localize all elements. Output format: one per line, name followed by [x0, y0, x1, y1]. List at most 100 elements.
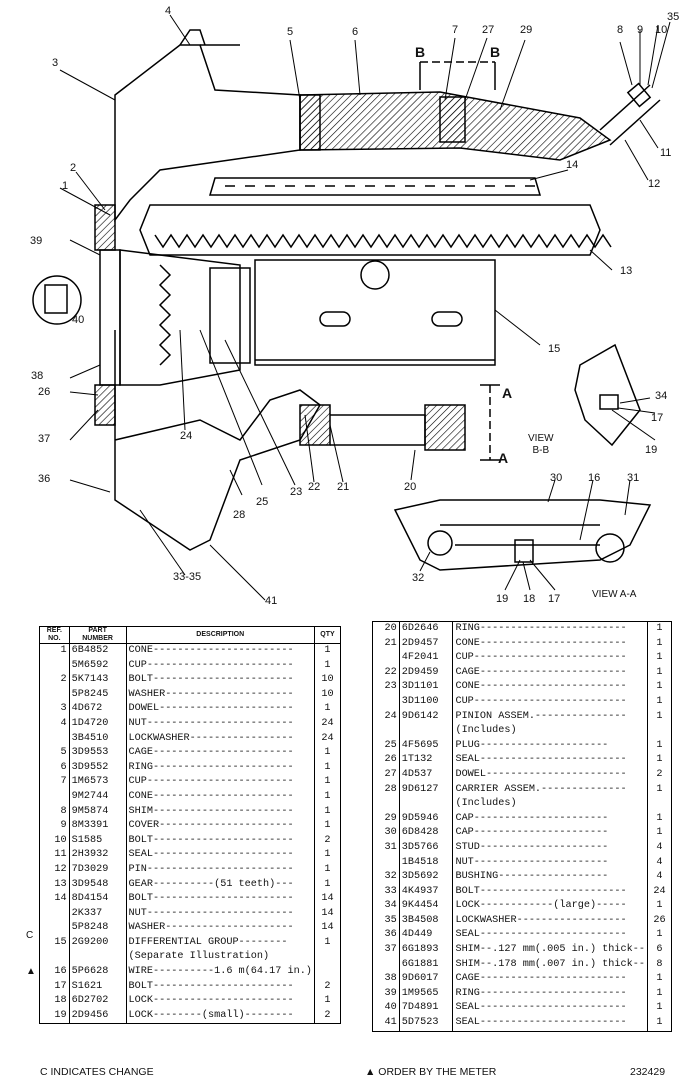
- ring-gear-13: [139, 204, 601, 256]
- table-row: (Separate Illustration): [39, 950, 341, 966]
- qty-cell: 1: [646, 986, 672, 1002]
- part-number-cell: 7D3029: [69, 862, 127, 878]
- detail-40-circle: [32, 275, 82, 325]
- description-cell: BOLT-----------------------: [128, 834, 294, 846]
- description-cell: COVER----------------------: [128, 820, 294, 832]
- qty-cell: 14: [313, 921, 341, 936]
- ref-cell: 11: [39, 848, 70, 863]
- part-number-cell: [69, 950, 127, 966]
- part-number-cell: 5D7523: [399, 1016, 454, 1032]
- qty-cell: 1: [646, 972, 672, 987]
- qty-cell: 24: [313, 731, 341, 747]
- ref-cell: 31: [372, 840, 400, 856]
- qty-cell: 1: [646, 738, 672, 754]
- description-cell: SEAL------------------------: [455, 1002, 627, 1014]
- ref-cell: [39, 658, 70, 674]
- qty-cell: [313, 950, 341, 966]
- qty-cell: 1: [313, 643, 341, 659]
- part-number-cell: 5P8245: [69, 687, 127, 703]
- qty-cell: 1: [646, 651, 672, 666]
- view-bb-label: VIEW B-B: [528, 433, 554, 456]
- ref-cell: 39: [372, 986, 400, 1002]
- description-cell: RING------------------------: [455, 987, 627, 999]
- qty-cell: 24: [313, 716, 341, 732]
- description-cell: (Separate Illustration): [128, 951, 270, 963]
- callout-8: 8: [617, 24, 624, 36]
- part-number-cell: 3D9553: [69, 746, 127, 761]
- part-number-cell: 2D9459: [399, 665, 454, 681]
- part-number-cell: 2H3932: [69, 848, 127, 863]
- ref-cell: [372, 651, 400, 666]
- ref-cell: [39, 906, 70, 922]
- description-cell: BOLT-----------------------: [128, 893, 294, 905]
- qty-cell: 1: [646, 811, 672, 827]
- description-cell: SEAL-----------------------: [128, 849, 294, 861]
- part-number-cell: S1585: [69, 833, 127, 849]
- callout-2: 2: [70, 162, 77, 174]
- qty-cell: 10: [313, 687, 341, 703]
- description-cell: CUP-------------------------: [455, 652, 627, 664]
- part-number-cell: 1D4720: [69, 716, 127, 732]
- qty-cell: 14: [313, 906, 341, 922]
- qty-cell: 1: [313, 702, 341, 717]
- description-cell: PINION ASSEM.---------------: [455, 710, 627, 722]
- qty-cell: [646, 724, 672, 739]
- description-cell: DOWEL----------------------: [128, 703, 294, 715]
- qty-cell: 1: [646, 621, 672, 637]
- callout-36: 36: [38, 473, 51, 485]
- ref-cell: [39, 789, 70, 805]
- description-cell: LOCKWASHER-----------------: [128, 732, 294, 744]
- part-number-cell: 3D9552: [69, 760, 127, 776]
- ref-cell: 12: [39, 862, 70, 878]
- qty-cell: 1: [646, 928, 672, 944]
- callout-3: 3: [52, 57, 59, 69]
- description-cell: BOLT------------------------: [455, 885, 627, 897]
- part-number-cell: 3D5766: [399, 840, 454, 856]
- qty-cell: 1: [646, 665, 672, 681]
- part-number-cell: 4K4937: [399, 884, 454, 900]
- ref-cell: 23: [372, 680, 400, 695]
- callout-14: 14: [566, 159, 579, 171]
- ref-cell: 14: [39, 892, 70, 907]
- ref-cell: [39, 687, 70, 703]
- ref-cell: 1: [39, 643, 70, 659]
- qty-cell: 1: [313, 935, 341, 951]
- part-number-cell: 5P6628: [69, 965, 127, 980]
- part-number-cell: 4F2041: [399, 651, 454, 666]
- part-number-cell: 5K7143: [69, 673, 127, 688]
- description-cell: BOLT-----------------------: [128, 674, 294, 686]
- part-number-cell: 1M9565: [399, 986, 454, 1002]
- ref-cell: 17: [39, 979, 70, 995]
- change-legend: C INDICATES CHANGE: [40, 1066, 154, 1078]
- description-cell: CAP----------------------: [455, 812, 609, 824]
- differential-group-15: [254, 259, 496, 366]
- part-number-cell: 3D5692: [399, 870, 454, 885]
- qty-cell: 10: [313, 673, 341, 688]
- ref-cell: [372, 694, 400, 710]
- description-cell: LOCK------------(large)-----: [455, 900, 627, 912]
- qty-cell: [646, 797, 672, 812]
- section-mark-a-top: A: [502, 385, 513, 401]
- pinion-24: [119, 249, 241, 386]
- part-number-cell: 9M5874: [69, 804, 127, 820]
- callout-28: 28: [233, 509, 246, 521]
- part-number-cell: 6G1893: [399, 943, 454, 958]
- ref-cell: 28: [372, 782, 400, 798]
- ref-cell: 22: [372, 665, 400, 681]
